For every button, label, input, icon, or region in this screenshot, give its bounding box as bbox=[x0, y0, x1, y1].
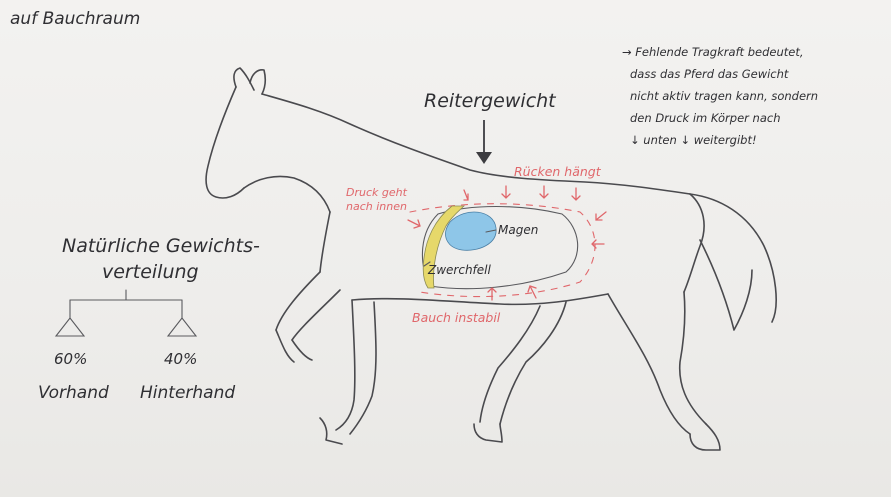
hind-hoof-2 bbox=[690, 424, 720, 450]
horse-outline bbox=[206, 68, 776, 450]
hind-leg-2a bbox=[608, 294, 690, 434]
note-line-2: dass das Pferd das Gewicht bbox=[630, 67, 789, 81]
note-line-4: den Druck im Körper nach bbox=[630, 111, 780, 125]
throat bbox=[244, 176, 330, 212]
body-cavity-outline bbox=[410, 204, 595, 297]
ear-back bbox=[250, 70, 265, 94]
diaphragm-label: Zwerchfell bbox=[427, 263, 491, 277]
chest bbox=[320, 212, 330, 272]
header-text: auf Bauchraum bbox=[10, 9, 140, 29]
front-leg-1a bbox=[276, 272, 320, 330]
distribution-title-line2: verteilung bbox=[102, 261, 199, 283]
pressure-label-line2: nach innen bbox=[346, 200, 407, 213]
pressure-label-line1: Druck geht bbox=[346, 186, 408, 199]
front-label: Vorhand bbox=[38, 383, 109, 403]
stomach-label: Magen bbox=[498, 223, 538, 237]
front-leg-2a bbox=[336, 300, 355, 430]
back-percent: 40% bbox=[164, 350, 197, 368]
tail-lower bbox=[700, 240, 752, 330]
front-leg-1b bbox=[292, 290, 340, 340]
note-block: → Fehlende Tragkraft bedeutet, dass das … bbox=[622, 45, 818, 147]
front-hoof bbox=[320, 418, 342, 444]
note-line-3: nicht aktiv tragen kann, sondern bbox=[630, 89, 818, 103]
note-line-5: ↓ unten ↓ weitergibt! bbox=[630, 133, 757, 147]
back-sags-label: Rücken hängt bbox=[514, 164, 602, 179]
balance-scale-icon bbox=[56, 290, 196, 336]
back-label: Hinterhand bbox=[140, 383, 235, 403]
hind-leg-2b bbox=[680, 292, 706, 424]
distribution-title-line1: Natürliche Gewichts- bbox=[62, 235, 260, 257]
belly-unstable-label: Bauch instabil bbox=[412, 310, 501, 325]
face bbox=[206, 87, 244, 198]
note-line-1: → Fehlende Tragkraft bedeutet, bbox=[622, 45, 804, 59]
front-percent: 60% bbox=[54, 350, 87, 368]
hind-hoof-1 bbox=[474, 424, 502, 442]
belly bbox=[352, 294, 608, 304]
rider-weight-arrow bbox=[476, 120, 492, 164]
weight-distribution: Natürliche Gewichts- verteilung 60% 40% … bbox=[38, 235, 260, 403]
rider-weight-label: Reitergewicht bbox=[424, 90, 557, 112]
